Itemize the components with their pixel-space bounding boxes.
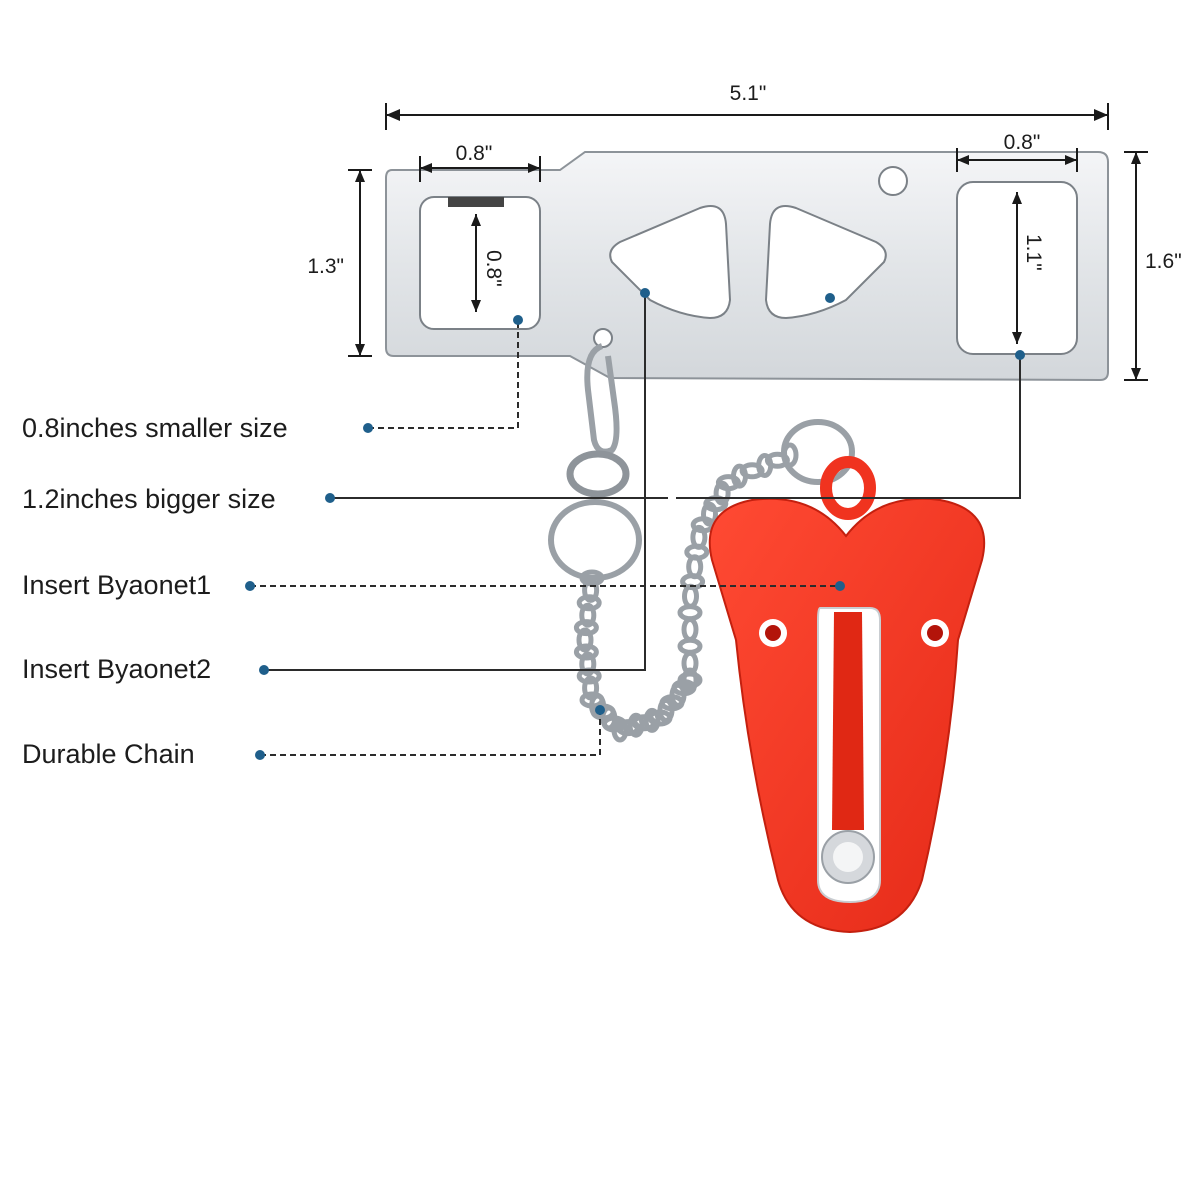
chain-link (643, 707, 661, 733)
chain-link (582, 675, 600, 701)
left-slot-height-label: 0.8" (482, 250, 505, 287)
plate-body (385, 151, 1109, 382)
release-button-center (833, 842, 863, 872)
chain-link (579, 602, 597, 628)
callout-leaders (245, 288, 1025, 760)
chain-link (701, 501, 718, 527)
bayonet1-cutout (764, 205, 887, 320)
chain-link (611, 717, 629, 743)
dimension-lines: 5.1" 0.8" 0.8" 0.8" 1.1" 1.3" 1.6" (307, 82, 1182, 381)
callout-labels: 0.8inches smaller size 1.2inches bigger … (22, 413, 288, 769)
left-height-label: 1.3" (307, 255, 344, 278)
left-slot-width-label: 0.8" (456, 142, 493, 165)
swivel-ring (566, 450, 630, 498)
chain-link (573, 643, 599, 661)
bayonet2-callout: Insert Byaonet2 (22, 654, 211, 684)
chain-callout: Durable Chain (22, 739, 195, 769)
swivel-clip (584, 343, 620, 455)
durable-chain (573, 442, 799, 743)
right-height-label: 1.6" (1145, 250, 1182, 273)
bayonet2-cutout (609, 205, 732, 320)
chain-link (573, 619, 599, 637)
plate-hole (878, 166, 908, 196)
chain-link (781, 442, 799, 468)
chain-link (677, 637, 703, 655)
lock-hang-loop (820, 456, 876, 520)
chain-link (681, 617, 699, 642)
chain-link (681, 667, 699, 693)
big-slot-callout: 1.2inches bigger size (22, 484, 276, 514)
right-slot-width-label: 0.8" (1004, 131, 1041, 154)
chain-link (576, 594, 602, 612)
chain-link (579, 569, 605, 587)
left-slot (419, 196, 541, 330)
chain-link (627, 712, 645, 738)
left-rivet-inner (765, 625, 781, 641)
overall-length-label: 5.1" (730, 82, 767, 105)
chain-link (576, 627, 594, 653)
chain-link (713, 480, 731, 506)
chain-link (715, 474, 741, 492)
key-ring-left (548, 499, 642, 581)
left-slot-spring (448, 197, 504, 207)
right-rivet-inner (927, 625, 943, 641)
chain-link (579, 651, 597, 677)
small-slot-callout: 0.8inches smaller size (22, 413, 288, 443)
chain-hole (593, 328, 613, 348)
right-slot-height-label: 1.1" (1022, 234, 1045, 271)
chain-link (690, 524, 708, 550)
bayonet1-callout: Insert Byaonet1 (22, 570, 211, 600)
bayonet-bar (832, 612, 864, 830)
red-lock-body (708, 456, 986, 934)
chain-link (582, 577, 600, 603)
